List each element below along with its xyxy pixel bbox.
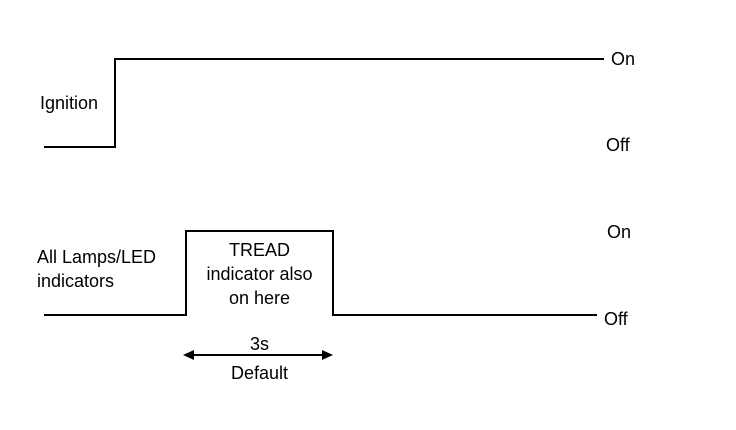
ignition-off-label: Off bbox=[606, 135, 630, 155]
pulse-note-line3: on here bbox=[228, 288, 291, 308]
ignition-signal-trace bbox=[44, 58, 604, 148]
pulse-note-line2: indicator also bbox=[206, 264, 313, 284]
lamps-label-line2: indicators bbox=[37, 271, 115, 291]
duration-arrow-left-head bbox=[183, 350, 194, 360]
lamps-on-label: On bbox=[607, 222, 632, 242]
duration-arrow-right-head bbox=[322, 350, 333, 360]
duration-default-label: Default bbox=[230, 363, 289, 383]
ignition-on-label: On bbox=[611, 49, 636, 69]
duration-value-label: 3s bbox=[249, 334, 269, 354]
pulse-note-line1: TREAD bbox=[228, 240, 290, 260]
lamps-off-label: Off bbox=[604, 309, 628, 329]
duration-arrow bbox=[183, 350, 333, 360]
ignition-label: Ignition bbox=[40, 93, 99, 113]
lamps-signal-trace bbox=[44, 230, 597, 316]
lamps-label-line1: All Lamps/LED bbox=[37, 247, 157, 267]
